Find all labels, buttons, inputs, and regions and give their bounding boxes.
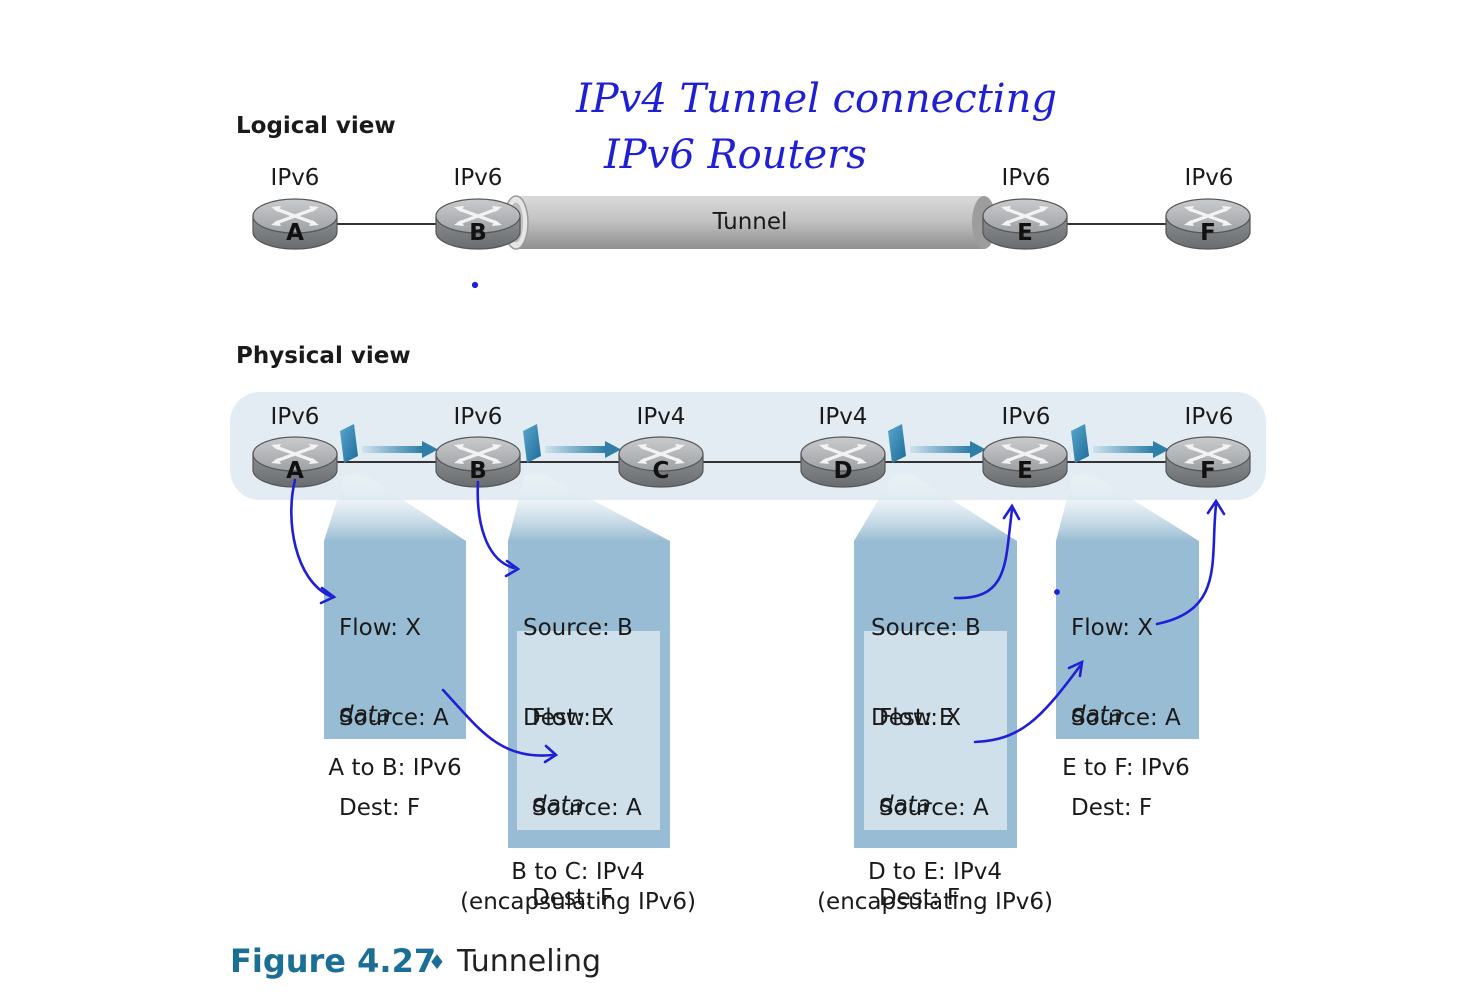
- funnel-bc: [508, 475, 670, 541]
- packet-field: Source: A: [879, 795, 989, 821]
- funnel-ef: [1056, 475, 1199, 541]
- packet-ab-box: [324, 541, 466, 739]
- packet-ef-caption: E to F: IPv6: [1062, 755, 1190, 781]
- packet-ef-payload: data: [1071, 702, 1123, 728]
- packet-field: Source: A: [1071, 705, 1181, 731]
- physical-router-b-protocol: IPv6: [453, 404, 503, 430]
- figure-separator-icon: ♦: [428, 950, 446, 974]
- physical-view-heading: Physical view: [236, 343, 411, 369]
- packet-field: Dest: F: [532, 885, 614, 911]
- physical-router-b-label: B: [469, 458, 487, 484]
- physical-router-f-protocol: IPv6: [1184, 404, 1234, 430]
- flying-packet-de: [888, 424, 986, 463]
- logical-router-a-protocol: IPv6: [270, 165, 320, 191]
- figure-title: Tunneling: [457, 944, 601, 979]
- logical-router-f-label: F: [1200, 220, 1216, 246]
- physical-router-e-protocol: IPv6: [1001, 404, 1051, 430]
- packet-ab-payload: data: [339, 702, 391, 728]
- handwritten-arrows: [290, 281, 1226, 764]
- logical-view-heading: Logical view: [236, 113, 396, 139]
- logical-router-f-protocol: IPv6: [1184, 165, 1234, 191]
- handwritten-note-line2: IPv6 Routers: [604, 132, 867, 178]
- packet-field: Dest: E: [871, 705, 954, 731]
- packet-bc-inner-fields: Flow: X Source: A Dest: F: [532, 643, 642, 973]
- logical-router-a-label: A: [286, 220, 304, 246]
- packet-field: Flow: X: [879, 705, 962, 731]
- packet-field: Source: B: [523, 615, 633, 641]
- packet-field: Source: A: [339, 705, 449, 731]
- physical-router-f-label: F: [1200, 458, 1216, 484]
- packet-de-outer-fields: Source: B Dest: E: [871, 553, 981, 793]
- packet-de-inner-fields: Flow: X Source: A Dest: F: [879, 643, 989, 973]
- packet-de-caption-line1: D to E: IPv4: [868, 859, 1002, 885]
- tunnel-label: Tunnel: [712, 209, 788, 235]
- packet-bc-outer-fields: Source: B Dest: E: [523, 553, 633, 793]
- packet-ef-box: [1056, 541, 1199, 739]
- packet-field: Dest: E: [523, 705, 606, 731]
- packet-bc-payload: data: [532, 792, 584, 818]
- flying-packet-bc: [523, 424, 621, 463]
- packet-field: Source: A: [532, 795, 642, 821]
- logical-router-b-protocol: IPv6: [453, 165, 503, 191]
- physical-router-d-label: D: [833, 458, 853, 484]
- packet-field: Source: B: [871, 615, 981, 641]
- packet-field: Flow: X: [1071, 615, 1154, 641]
- packet-field: Dest: F: [879, 885, 961, 911]
- physical-router-c-label: C: [652, 458, 670, 484]
- packet-bc-inner: [517, 631, 660, 830]
- packet-bc-caption-line1: B to C: IPv4: [511, 859, 645, 885]
- handwritten-note-line1: IPv4 Tunnel connecting: [576, 76, 1057, 122]
- packet-field: Flow: X: [532, 705, 615, 731]
- logical-router-e-label: E: [1017, 220, 1033, 246]
- logical-router-b-label: B: [469, 220, 487, 246]
- packet-de-inner: [864, 631, 1007, 830]
- packet-field: Dest: F: [1071, 795, 1153, 821]
- packet-field: Dest: F: [339, 795, 421, 821]
- packet-ef-fields: Flow: X Source: A Dest: F: [1071, 553, 1181, 883]
- figure-number: Figure 4.27: [230, 942, 437, 980]
- packet-de-payload: data: [879, 792, 931, 818]
- physical-router-a-protocol: IPv6: [270, 404, 320, 430]
- packet-bc-caption-line2: (encapsulating IPv6): [460, 889, 696, 915]
- physical-router-d-protocol: IPv4: [818, 404, 868, 430]
- packet-ab-caption: A to B: IPv6: [328, 755, 462, 781]
- packet-de-caption-line2: (encapsulating IPv6): [817, 889, 1053, 915]
- physical-router-a-label: A: [286, 458, 304, 484]
- logical-router-e-protocol: IPv6: [1001, 165, 1051, 191]
- flying-packet-ab: [340, 424, 438, 463]
- funnel-de: [854, 475, 1017, 541]
- physical-router-c-protocol: IPv4: [636, 404, 686, 430]
- packet-field: Flow: X: [339, 615, 422, 641]
- physical-router-e-label: E: [1017, 458, 1033, 484]
- funnel-ab: [324, 475, 466, 541]
- flying-packet-ef: [1071, 424, 1169, 463]
- packet-ab-fields: Flow: X Source: A Dest: F: [339, 553, 449, 883]
